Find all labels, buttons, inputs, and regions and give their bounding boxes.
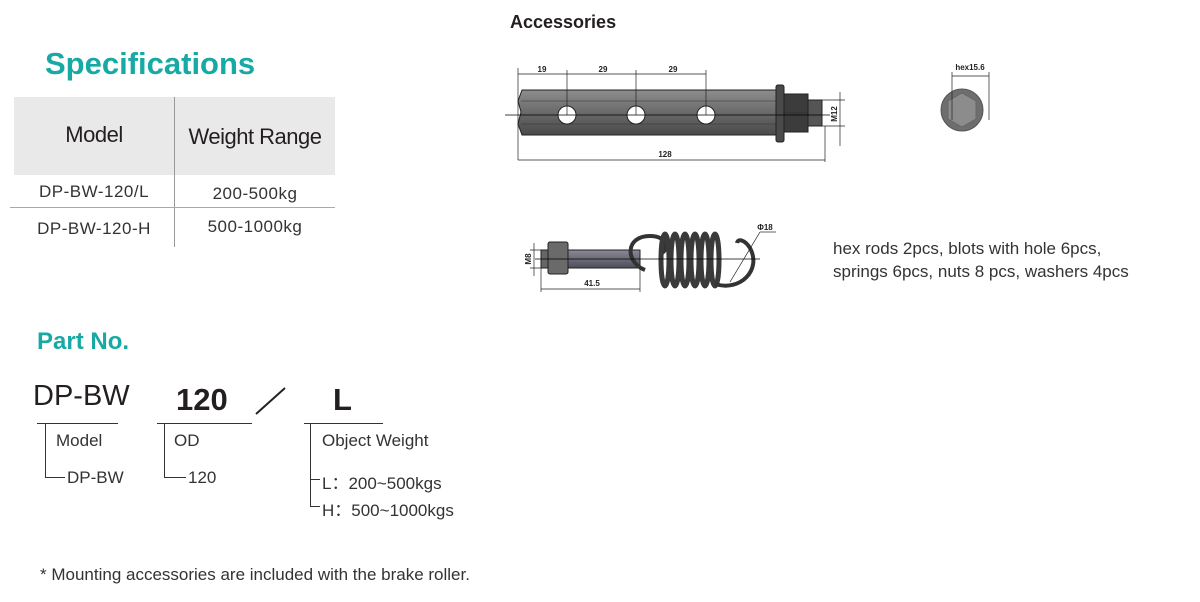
dim-label: 41.5 (584, 279, 600, 288)
part-code-model: DP-BW (33, 380, 130, 412)
thread (807, 99, 823, 127)
table-cell: DP-BW-120/L (38, 182, 150, 201)
underline (37, 423, 118, 424)
part-code-separator (255, 387, 286, 415)
underline (157, 423, 252, 424)
legend-weight-label: Object Weight (322, 431, 429, 450)
tree-line (310, 506, 320, 507)
tree-line (164, 423, 165, 477)
tree-line (310, 423, 311, 506)
table-column-divider (174, 97, 175, 247)
tree-line (45, 423, 46, 477)
underline (304, 423, 383, 424)
part-code-od: 120 (176, 382, 228, 417)
table-cell: 200-500kg (212, 184, 298, 203)
hex-end-view-drawing: hex15.6 (940, 63, 990, 132)
dim-label: M8 (524, 253, 533, 265)
dim-label: 128 (658, 150, 672, 159)
nut (547, 241, 569, 275)
contents-line: springs 6pcs, nuts 8 pcs, washers 4pcs (833, 262, 1129, 281)
contents-line: hex rods 2pcs, blots with hole 6pcs, (833, 239, 1102, 258)
part-no-title: Part No. (37, 328, 130, 355)
legend-od-label: OD (174, 431, 200, 450)
table-header-weight-range: Weight Range (188, 124, 322, 149)
table-cell: 500-1000kg (207, 217, 303, 236)
dim-label: M12 (830, 106, 839, 122)
hex-rod-drawing: 19 29 29 128 M12 (505, 65, 845, 162)
dim-label: Φ18 (757, 223, 773, 232)
part-code-weight: L (333, 382, 352, 417)
accessories-title: Accessories (510, 12, 617, 32)
legend-weight-option: L：200~500kgs (322, 474, 442, 493)
tree-line (45, 477, 65, 478)
bolt-spring-drawing: M8 41.5 Φ18 (524, 223, 776, 292)
tree-line (164, 477, 186, 478)
legend-od-value: 120 (188, 468, 217, 487)
dim-label: 29 (599, 65, 608, 74)
washer (775, 84, 785, 143)
dim-label: 29 (669, 65, 678, 74)
table-row-divider (10, 207, 335, 208)
accessories-contents: hex rods 2pcs, blots with hole 6pcs, spr… (833, 237, 1129, 283)
legend-model-value: DP-BW (67, 468, 124, 487)
dim-label: 19 (538, 65, 547, 74)
footnote: * Mounting accessories are included with… (40, 565, 470, 584)
legend-weight-option: H：500~1000kgs (322, 501, 454, 520)
table-header-model: Model (65, 122, 123, 147)
legend-model-label: Model (56, 431, 103, 450)
table-cell: DP-BW-120-H (37, 219, 151, 238)
specifications-title: Specifications (45, 46, 256, 81)
accessories-drawings: 19 29 29 128 M12 hex15.6 (505, 63, 990, 292)
dim-label: hex15.6 (955, 63, 985, 72)
tree-line (310, 479, 320, 480)
